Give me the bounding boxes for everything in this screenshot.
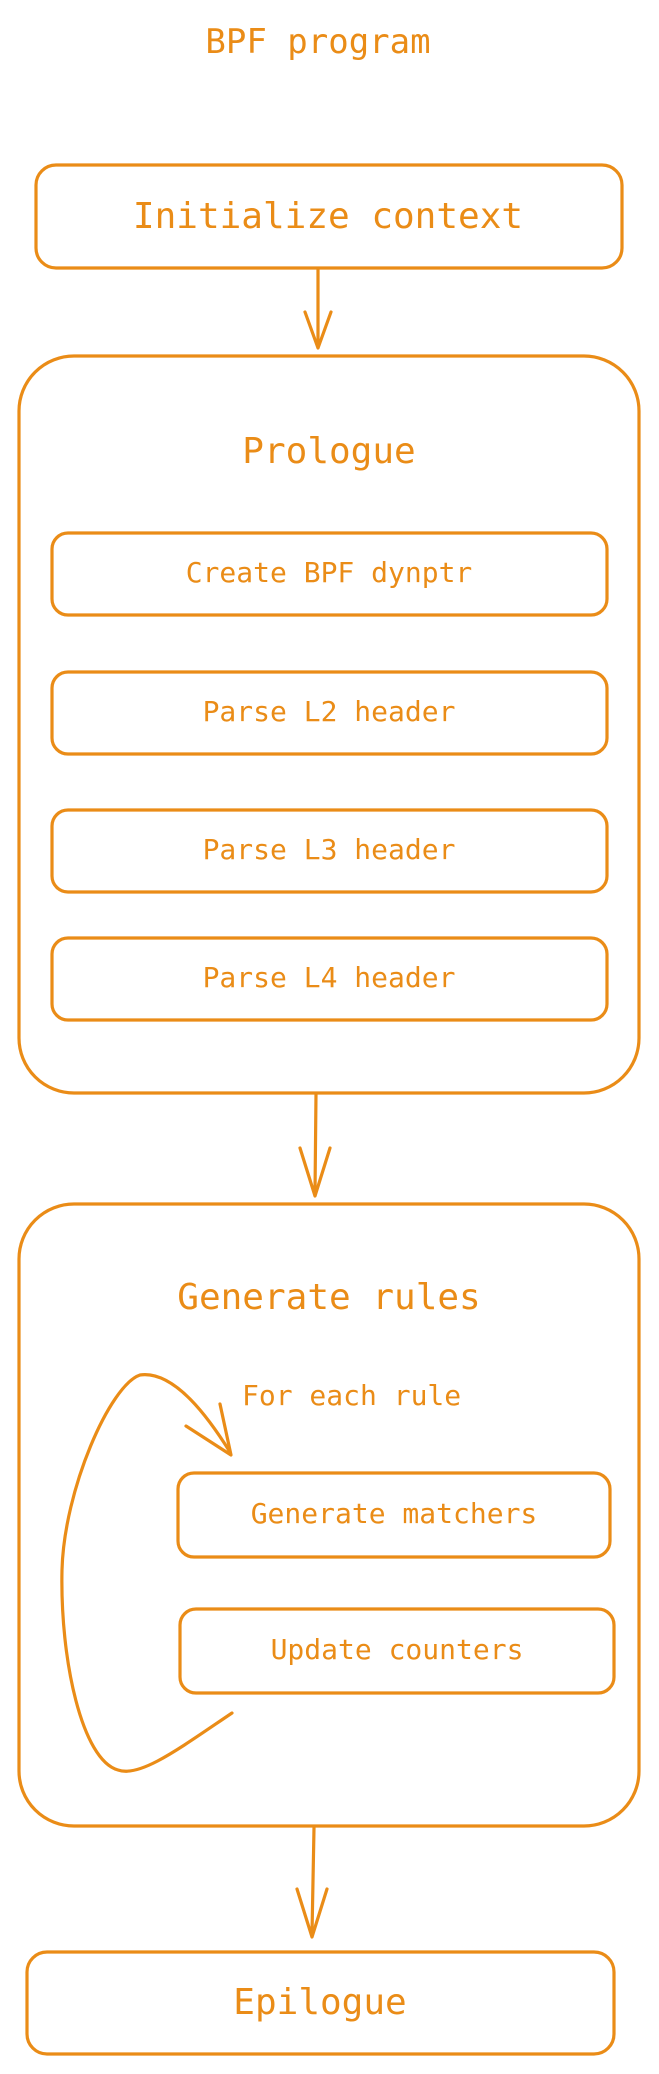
arrow-prologue-to-rules [298, 1092, 332, 1198]
init-box [34, 163, 624, 270]
loop-arrow [60, 1373, 234, 1773]
prologue-container [17, 354, 641, 1095]
rules-step-box [176, 1471, 612, 1559]
loop-label: For each rule [242, 1379, 461, 1412]
diagram-title: BPF program [205, 22, 430, 62]
prologue-step-box [50, 936, 609, 1022]
rules-step-generate-matchers: Generate matchers [251, 1497, 538, 1530]
rules-step-box [178, 1607, 616, 1695]
prologue-step-create-dynptr: Create BPF dynptr [186, 556, 473, 589]
rules-step-update-counters: Update counters [271, 1633, 524, 1666]
prologue-step-box [50, 808, 609, 894]
init-label: Initialize context [133, 196, 523, 237]
epilogue-label: Epilogue [233, 1982, 406, 2023]
prologue-step-parse-l2: Parse L2 header [203, 695, 456, 728]
prologue-title: Prologue [242, 431, 415, 472]
prologue-step-parse-l3: Parse L3 header [203, 833, 456, 866]
rules-title: Generate rules [177, 1277, 480, 1318]
rules-container [17, 1202, 641, 1828]
prologue-step-box [50, 531, 609, 617]
arrow-rules-to-epilogue [295, 1826, 329, 1939]
prologue-step-box [50, 670, 609, 756]
epilogue-box [25, 1950, 616, 2056]
prologue-step-parse-l4: Parse L4 header [203, 961, 456, 994]
arrow-init-to-prologue [303, 268, 333, 350]
